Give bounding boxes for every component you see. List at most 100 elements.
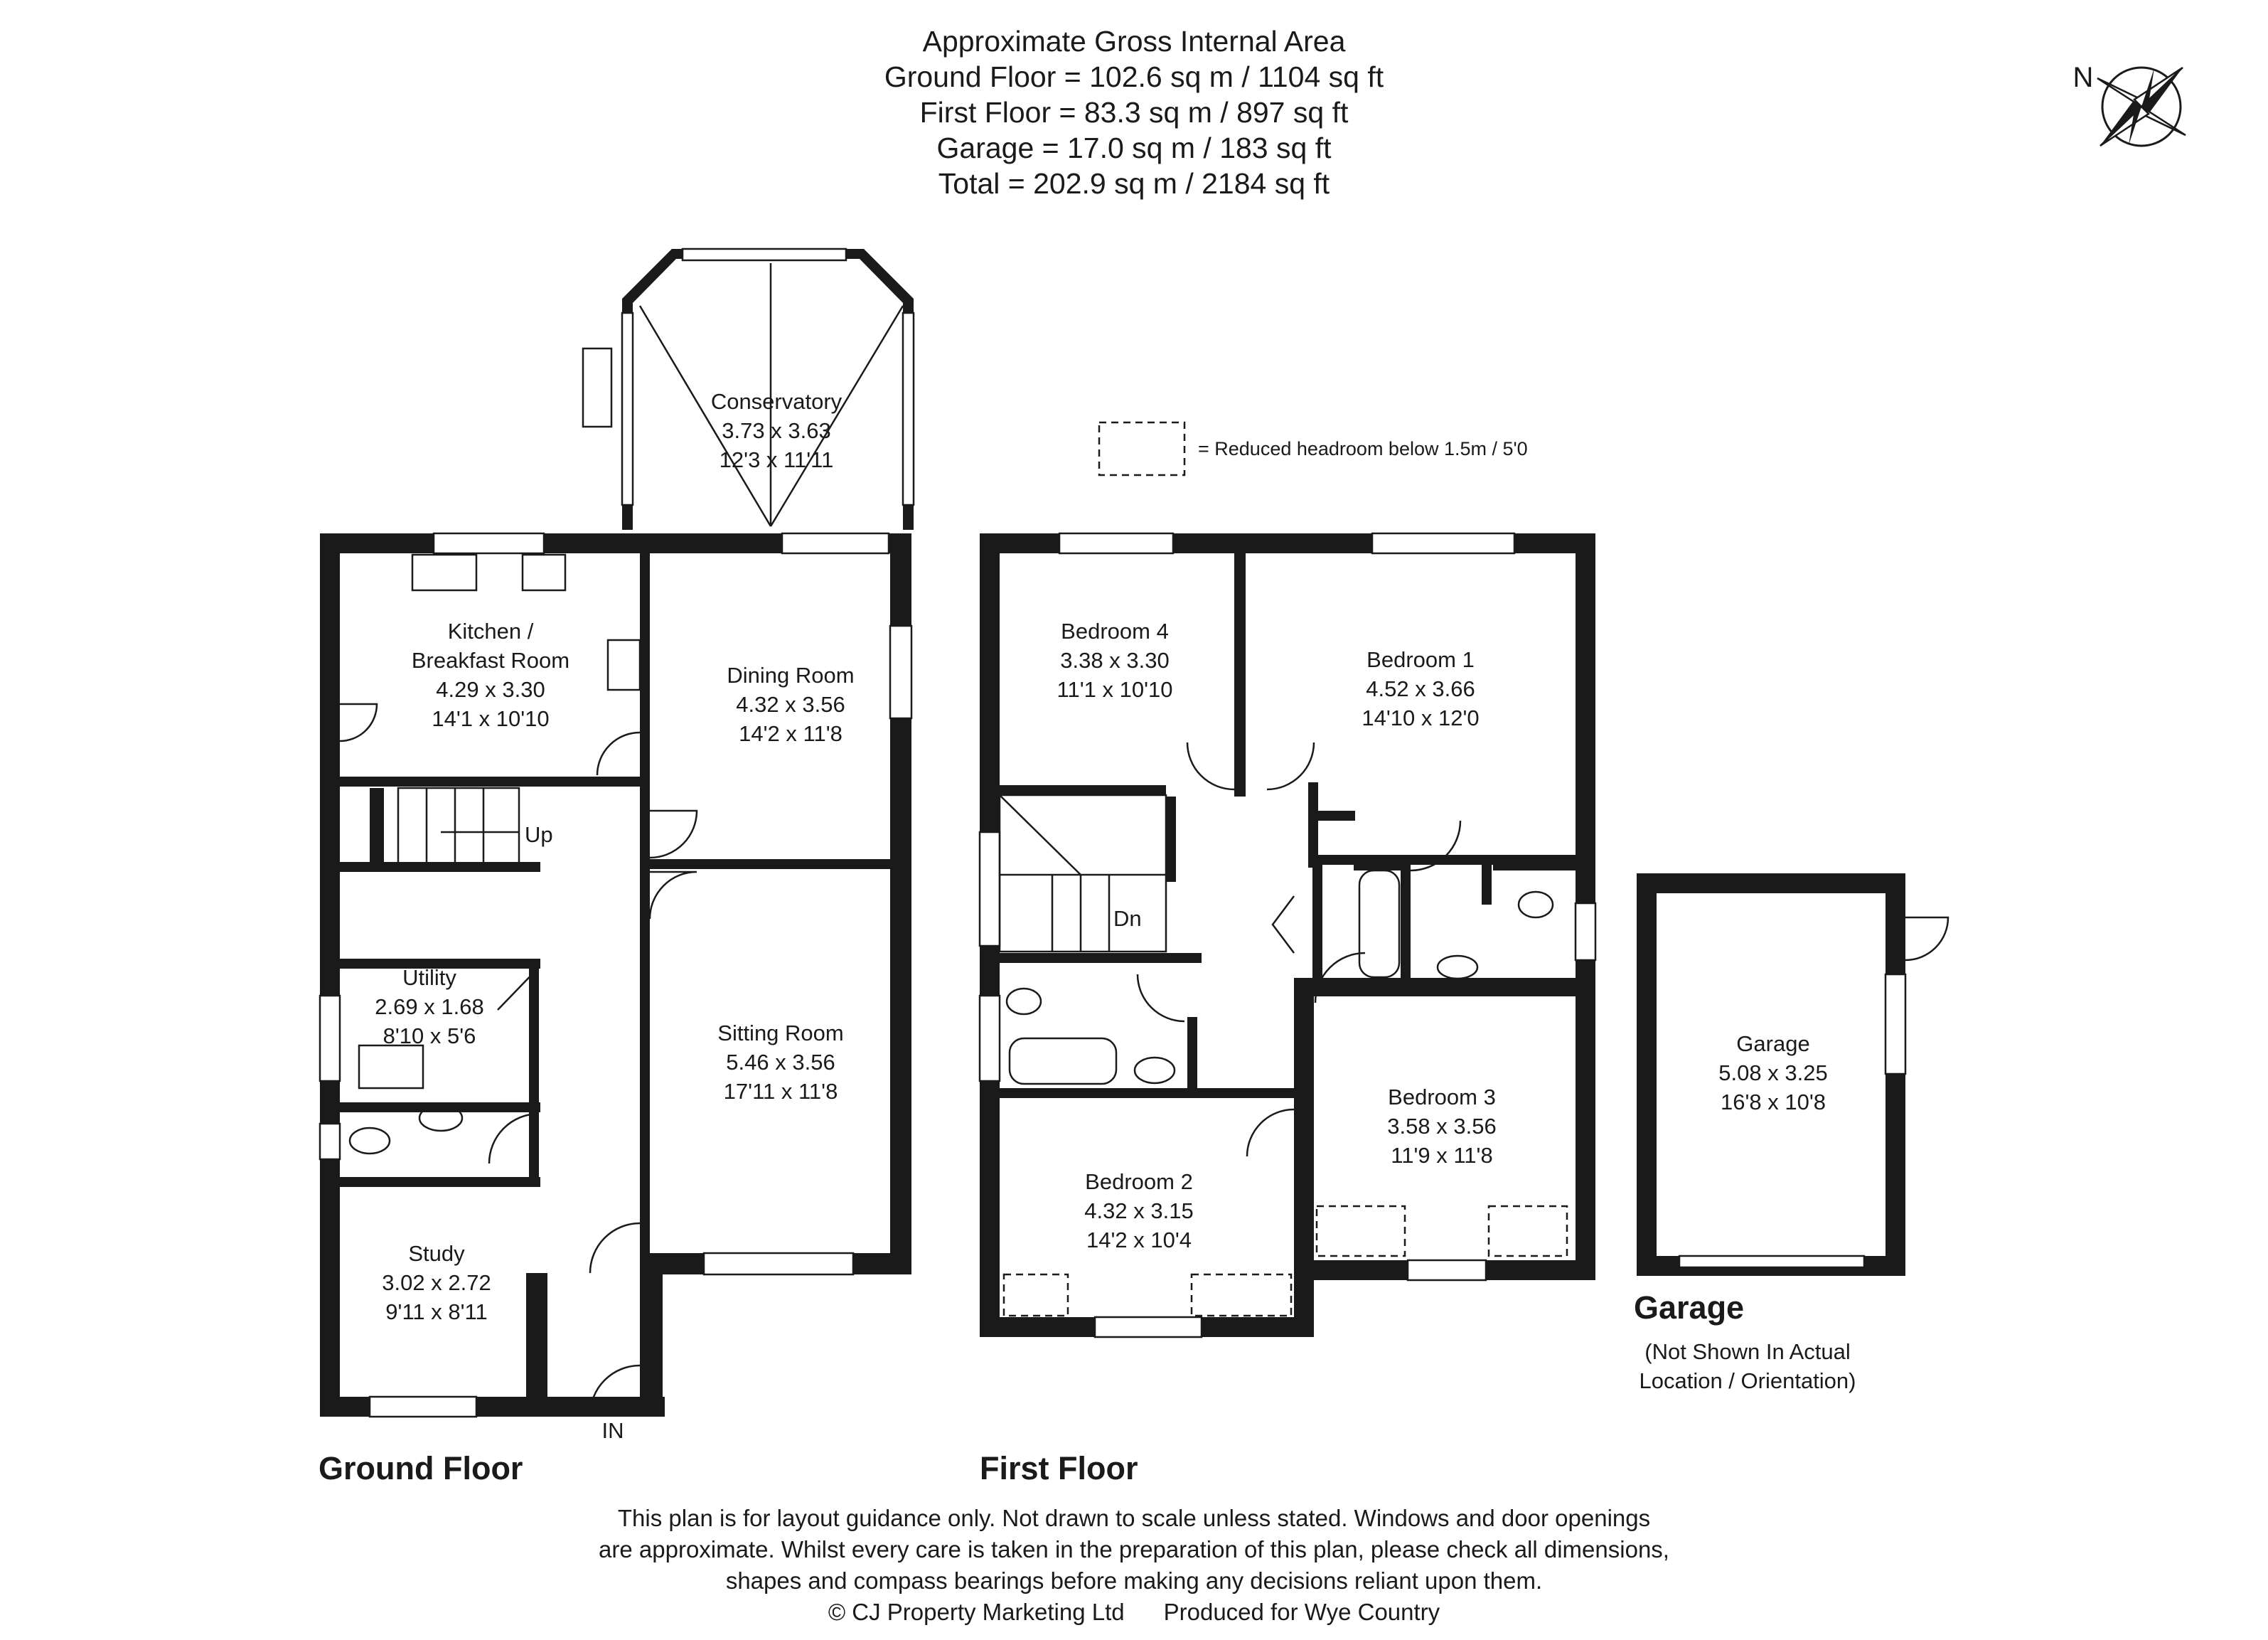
hob [606,639,641,691]
first-floor-title: First Floor [980,1450,1138,1486]
sitting-window [702,1252,855,1276]
room-imperial: 14'1 x 10'10 [432,706,549,731]
room-imperial: 14'10 x 12'0 [1362,705,1479,730]
legend-text: = Reduced headroom below 1.5m / 5'0 [1198,438,1528,459]
room-metric: 2.69 x 1.68 [375,994,483,1019]
room-metric: 4.32 x 3.56 [736,692,845,717]
landing-window [978,831,1001,947]
kitchen-sink [411,553,478,592]
stairs-down-label: Dn [1113,906,1142,931]
wc-window [319,1122,341,1161]
reduced-headroom-area [1002,1273,1069,1317]
room-metric: 5.46 x 3.56 [726,1050,835,1075]
stairs-up-label: Up [525,822,553,847]
wc-toilet [348,1127,391,1155]
dining-door [649,809,698,859]
room-imperial: 9'11 x 8'11 [385,1299,487,1324]
room-imperial: 14'2 x 11'8 [739,721,843,746]
bedroom2-door [1246,1108,1295,1157]
legend-swatch [1098,421,1186,476]
utility-door [497,967,540,1011]
ground-stairs [397,787,520,868]
ground-floor-title: Ground Floor [319,1450,523,1486]
bedroom3-door [1314,952,1366,1003]
room-bedroom4: Bedroom 4 3.38 x 3.30 11'1 x 10'10 [1057,619,1173,702]
room-sitting: Sitting Room 5.46 x 3.56 17'11 x 11'8 [717,1021,843,1104]
garage-door [1678,1255,1866,1269]
kitchen-sink-2 [521,553,567,592]
room-name: Bedroom 1 [1366,647,1475,672]
conservatory-side-window [621,312,634,506]
area-title: Approximate Gross Internal Area [923,25,1346,58]
headroom-legend: = Reduced headroom below 1.5m / 5'0 [1098,421,1528,476]
room-imperial: 11'1 x 10'10 [1057,677,1173,702]
garage-plan: Garage 5.08 x 3.25 16'8 x 10'8 Garage (N… [1634,873,1949,1393]
disclaimer: This plan is for layout guidance only. N… [599,1505,1669,1625]
bathroom-window [978,994,1001,1082]
room-metric: 3.02 x 2.72 [382,1270,491,1295]
room-name: Kitchen / [448,619,534,644]
bathroom-bath-icon [1008,1037,1118,1085]
disclaimer-line-1: This plan is for layout guidance only. N… [618,1505,1650,1531]
room-name: Conservatory [711,389,843,414]
front-door[interactable] [589,1364,641,1416]
room-name: Utility [402,965,456,990]
conservatory-door [582,347,613,428]
bedroom3-window [1406,1259,1487,1282]
first-stairs [998,794,1167,953]
utility-window [319,994,341,1082]
room-metric: 4.32 x 3.15 [1084,1198,1193,1223]
room-garage: Garage 5.08 x 3.25 16'8 x 10'8 [1718,1031,1827,1114]
room-metric: 3.73 x 3.63 [722,418,830,443]
room-name: Bedroom 2 [1085,1169,1193,1194]
garage-title: Garage [1634,1289,1744,1326]
reduced-headroom-area [1315,1205,1406,1257]
copyright-line: © CJ Property Marketing Ltd Produced for… [828,1599,1440,1625]
room-imperial: 16'8 x 10'8 [1721,1090,1826,1114]
sitting-door [648,870,697,920]
garage-side-door [1905,916,1949,962]
wc-basin [418,1104,464,1132]
conservatory-window [681,247,847,262]
bathroom-door [1136,974,1185,1023]
bathroom-toilet [1005,987,1042,1016]
room-name: Study [408,1241,465,1266]
garage-note-2: Location / Orientation) [1639,1368,1856,1393]
room-name-2: Breakfast Room [412,648,569,673]
kitchen-hall-door [596,731,641,776]
bedroom1-door [1266,742,1315,791]
room-metric: 3.38 x 3.30 [1060,648,1169,673]
bedroom1-window [1371,532,1516,555]
room-utility: Utility 2.69 x 1.68 8'10 x 5'6 [375,965,483,1048]
room-name: Dining Room [727,663,854,688]
room-name: Garage [1736,1031,1809,1056]
ensuite-door [1410,820,1462,872]
room-conservatory: Conservatory 3.73 x 3.63 12'3 x 11'11 [711,389,843,472]
conservatory-side-window-right [902,312,915,506]
first-floor-plan: Bedroom 4 3.38 x 3.30 11'1 x 10'10 Bedro… [978,532,1597,1486]
bath-icon [1358,869,1401,979]
dining-window [781,532,890,555]
first-floor-area: First Floor = 83.3 sq m / 897 sq ft [920,96,1349,129]
room-dining: Dining Room 4.32 x 3.56 14'2 x 11'8 [727,663,854,746]
room-bedroom2: Bedroom 2 4.32 x 3.15 14'2 x 10'4 [1084,1169,1193,1252]
room-name: Bedroom 4 [1061,619,1169,644]
disclaimer-line-3: shapes and compass bearings before makin… [726,1567,1542,1594]
kitchen-window [432,532,545,555]
compass-icon: N [2073,62,2186,147]
ensuite-toilet [1517,890,1554,919]
kitchen-door [339,703,378,742]
room-metric: 3.58 x 3.56 [1387,1114,1496,1139]
room-imperial: 11'9 x 11'8 [1391,1143,1492,1168]
total-area: Total = 202.9 sq m / 2184 sq ft [938,167,1330,200]
room-study: Study 3.02 x 2.72 9'11 x 8'11 [382,1241,491,1324]
ground-floor-plan: Conservatory 3.73 x 3.63 12'3 x 11'11 Ki… [319,247,915,1486]
utility-sink [358,1044,424,1090]
study-window [368,1395,478,1418]
hall-door [589,1222,641,1274]
wc-door [488,1112,540,1164]
ensuite-basin [1436,954,1479,980]
room-metric: 5.08 x 3.25 [1718,1060,1827,1085]
room-bedroom1: Bedroom 1 4.52 x 3.66 14'10 x 12'0 [1362,647,1479,730]
